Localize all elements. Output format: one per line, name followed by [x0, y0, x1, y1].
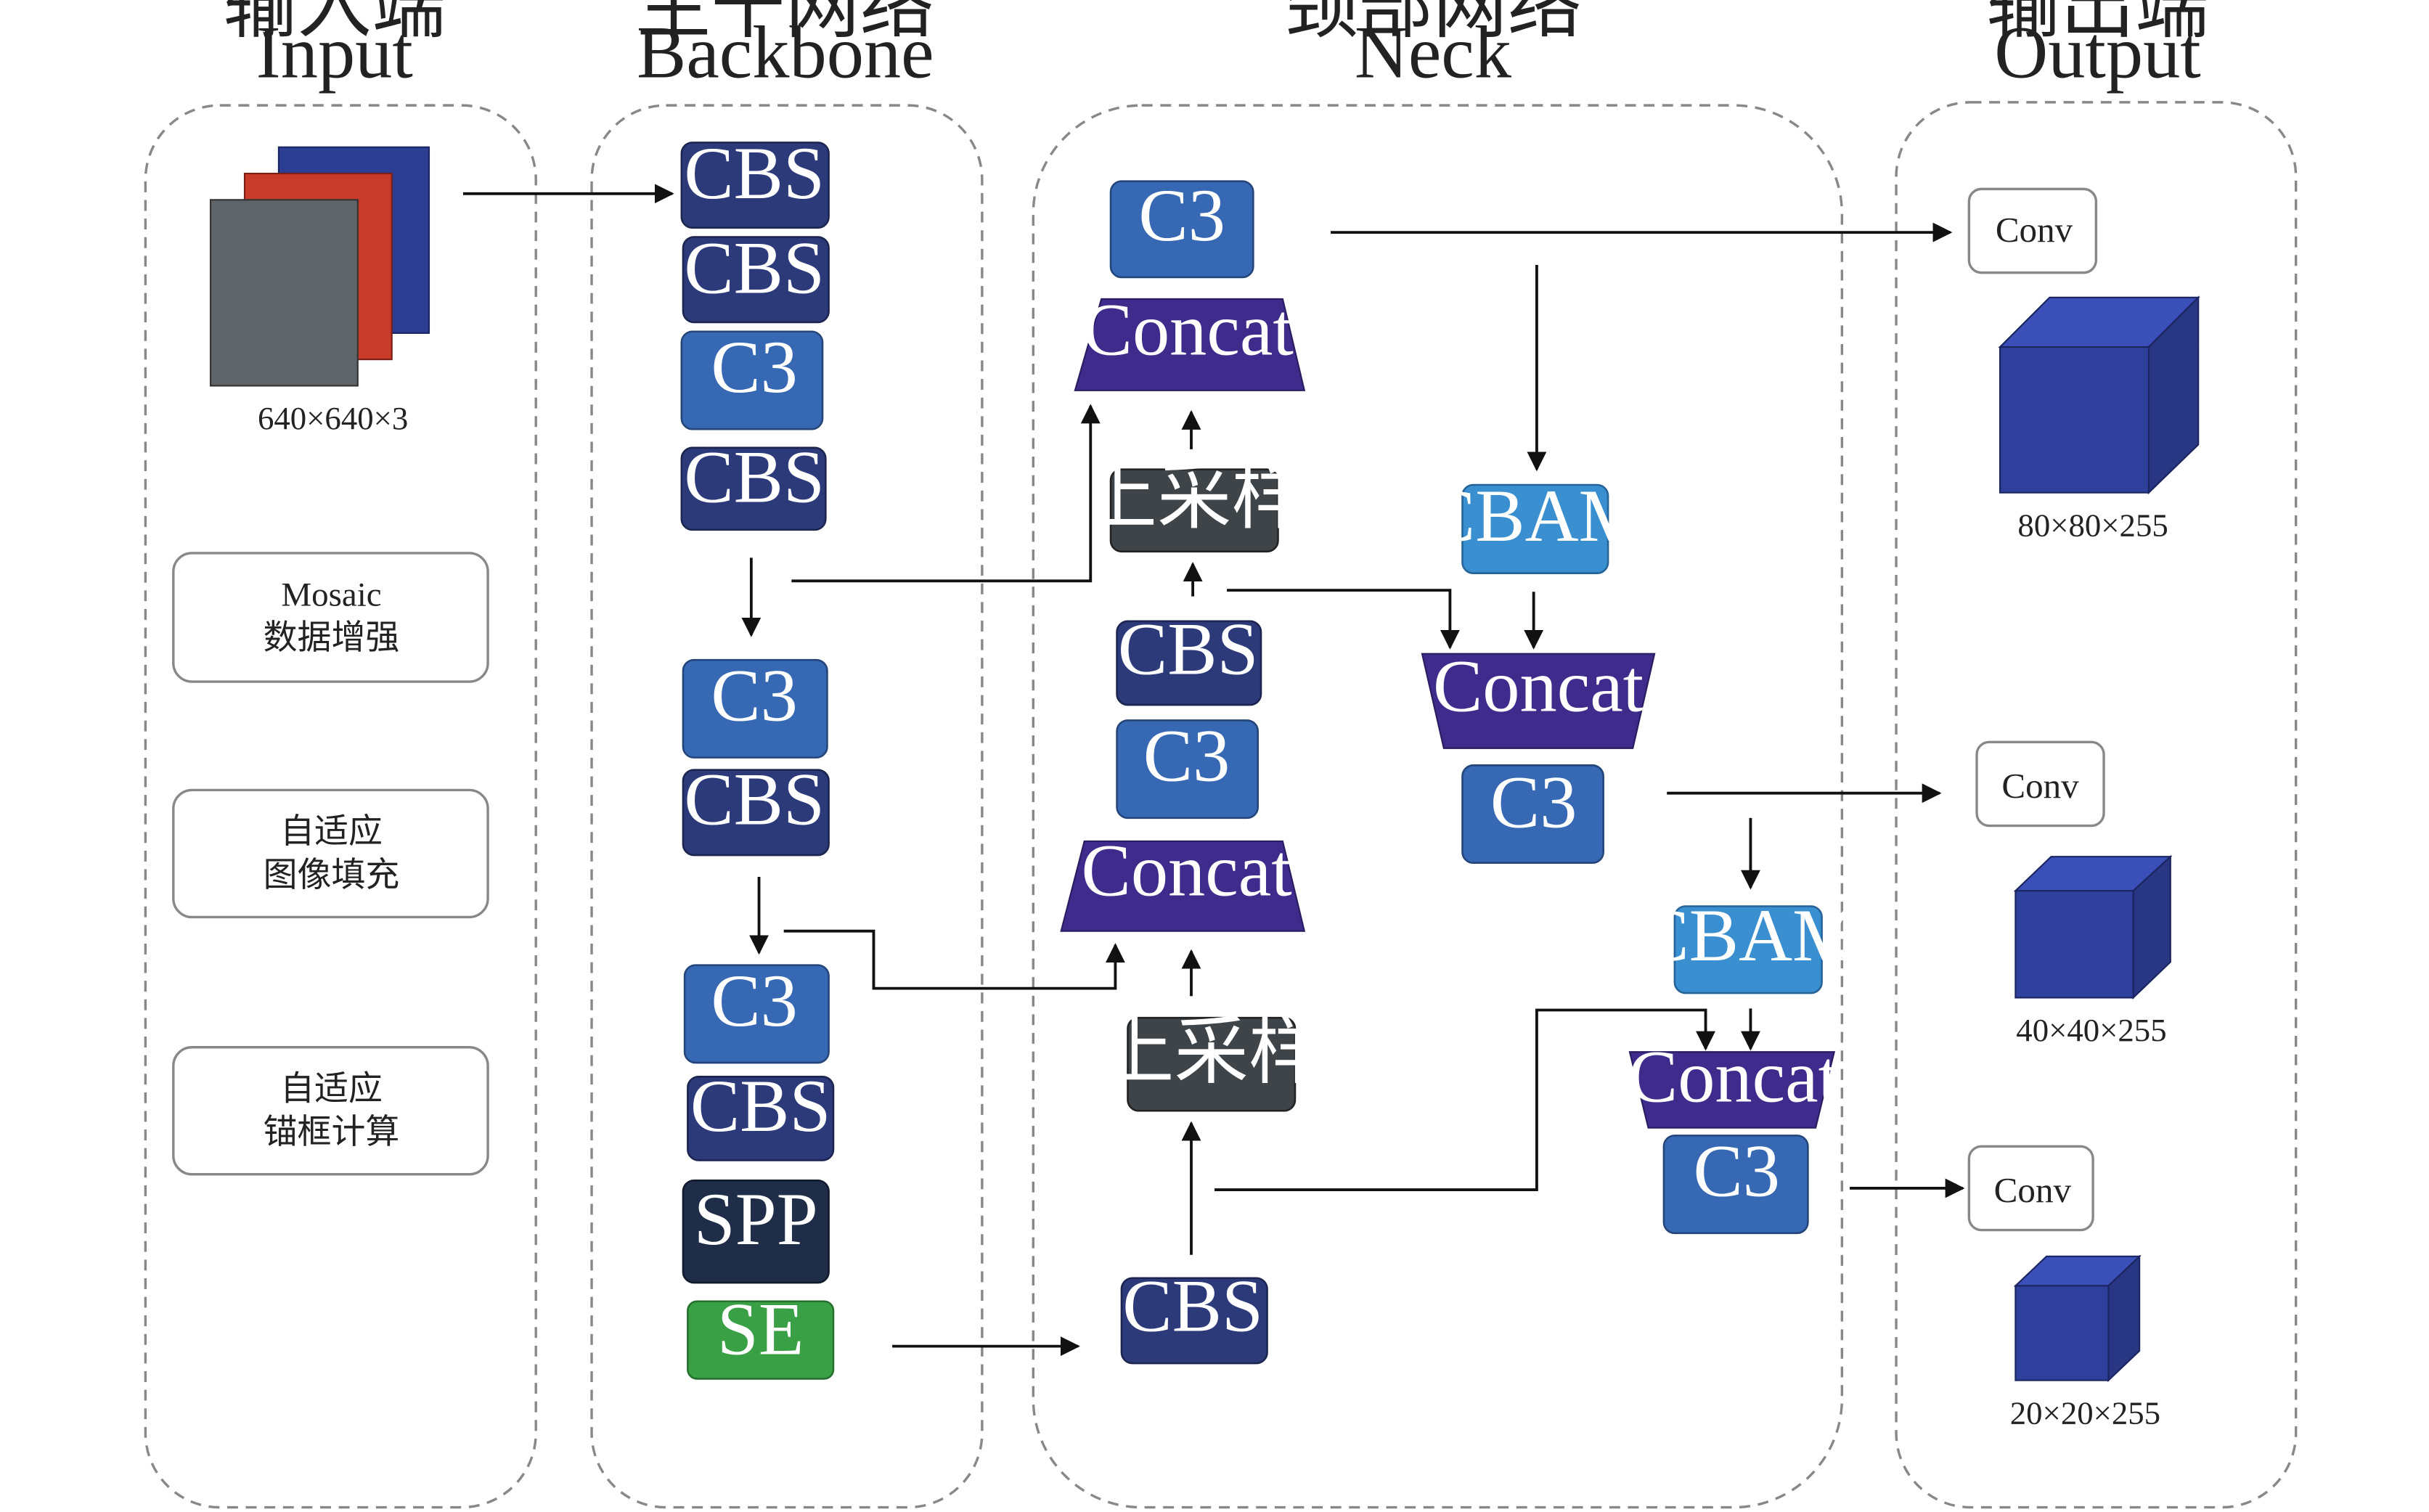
arrow-backbone-to-concat-mid — [783, 929, 1125, 990]
neck-c3-mid-label: C3 — [1143, 716, 1230, 798]
neck-c3-mid — [1116, 719, 1260, 820]
backbone-c3-3 — [683, 964, 830, 1064]
neck-concat-mid-label: Concat — [1082, 830, 1292, 912]
backbone-cbs-3-label: CBS — [684, 436, 825, 518]
backbone-c3-2 — [682, 658, 828, 759]
neck-cbam-2 — [1673, 905, 1823, 994]
neck-concat-right-1-label: Concat — [1433, 646, 1644, 728]
arrow-upsample1-to-concat-right-1 — [1227, 589, 1460, 650]
neck-cbs-bottom — [1120, 1277, 1268, 1365]
adaptive-anchor-line1: 自适应 — [280, 1070, 383, 1108]
output-conv-1 — [1967, 187, 2098, 274]
output-size-1: 80×80×255 — [2017, 507, 2168, 543]
output-cube-large — [1998, 295, 2200, 495]
backbone-cbs-5 — [687, 1076, 835, 1161]
output-conv-2 — [1975, 740, 2105, 827]
output-title-cn: 输出端 — [1986, 0, 2209, 48]
output-cube-medium — [2013, 854, 2173, 1000]
backbone-cbs-2-label: CBS — [684, 227, 825, 309]
cube-small-front — [2014, 1285, 2110, 1381]
backbone-panel — [590, 104, 984, 1509]
input-panel — [144, 104, 537, 1509]
backbone-cbs-4 — [682, 769, 830, 857]
backbone-c3-2-label: C3 — [711, 655, 798, 737]
backbone-title-en: Backbone — [637, 12, 934, 94]
connections — [462, 184, 1965, 1357]
neck-cbam-2-label: CBAM — [1639, 895, 1858, 977]
adaptive-anchor-line2: 锚框计算 — [264, 1113, 400, 1151]
backbone-cbs-1-label: CBS — [684, 133, 825, 215]
output-size-3: 20×20×255 — [2010, 1394, 2160, 1431]
backbone-cbs-1 — [680, 142, 830, 229]
input-title-cn: 输入端 — [223, 0, 446, 48]
backbone-column: CBS CBS C3 CBS C3 CBS C3 CBS SPP SE — [680, 133, 835, 1380]
output-conv-3-label: Conv — [1994, 1170, 2072, 1210]
neck-c3-right-2 — [1662, 1135, 1809, 1235]
backbone-c3-3-label: C3 — [711, 960, 798, 1042]
mosaic-line2: 数据增强 — [264, 619, 400, 657]
adaptive-fill-line1: 自适应 — [280, 813, 383, 851]
adaptive-fill-box — [172, 788, 489, 919]
neck-c3-top — [1109, 180, 1254, 279]
neck-upsample-1 — [1109, 468, 1279, 553]
neck-cbam-1-label: CBAM — [1426, 475, 1645, 557]
mosaic-line1: Mosaic — [281, 576, 381, 613]
neck-cbs-bottom-label: CBS — [1122, 1265, 1263, 1347]
backbone-cbs-2 — [682, 236, 830, 324]
neck-c3-right-1 — [1461, 764, 1604, 865]
neck-cbam-1 — [1461, 483, 1609, 574]
backbone-title-cn: 主干网络 — [637, 0, 934, 48]
neck-column: C3 Concat 上采样 CBS C3 Concat 上采样 CBS CBAM… — [1060, 175, 1858, 1365]
neck-c3-right-2-label: C3 — [1693, 1131, 1780, 1213]
output-size-2: 40×40×255 — [2016, 1012, 2166, 1048]
neck-title-en: Neck — [1355, 12, 1512, 94]
backbone-c3-1-label: C3 — [711, 327, 798, 409]
neck-upsample-2-label: 上采样 — [1100, 1011, 1323, 1093]
input-size-label: 640×640×3 — [258, 400, 408, 436]
backbone-cbs-4-label: CBS — [684, 759, 825, 841]
neck-concat-right-1 — [1421, 653, 1656, 749]
adaptive-anchor-box — [172, 1046, 489, 1176]
output-conv-1-label: Conv — [1996, 210, 2073, 250]
neck-concat-mid — [1060, 840, 1306, 932]
output-title-en: Output — [1994, 12, 2201, 94]
arrow-backbone-to-concat-top — [791, 404, 1101, 583]
output-conv-3 — [1967, 1145, 2094, 1232]
neck-upsample-1-label: 上采样 — [1083, 457, 1306, 539]
image-channel-gray — [209, 199, 359, 387]
neck-concat-top-label: Concat — [1083, 290, 1294, 372]
output-cube-small — [2013, 1254, 2142, 1383]
backbone-se-label: SE — [717, 1288, 804, 1370]
output-conv-2-label: Conv — [2001, 766, 2079, 806]
input-image-stack — [209, 146, 430, 387]
neck-upsample-2 — [1127, 1016, 1297, 1112]
adaptive-fill-line2: 图像填充 — [264, 857, 400, 894]
input-title-en: Input — [256, 12, 413, 94]
backbone-c3-1 — [680, 330, 824, 430]
backbone-cbs-5-label: CBS — [690, 1066, 831, 1148]
cube-large-front — [1999, 346, 2150, 494]
neck-title-cn: 颈部网络 — [1284, 0, 1582, 48]
neck-c3-right-1-label: C3 — [1490, 762, 1577, 844]
neck-concat-right-2-label: Concat — [1628, 1036, 1839, 1118]
output-column: Conv 80×80×255 Conv 40×40×255 Conv 20×20… — [1967, 187, 2200, 1431]
neck-cbs-mid-label: CBS — [1118, 608, 1259, 690]
output-panel — [1895, 101, 2298, 1509]
neck-concat-top — [1074, 298, 1306, 391]
mosaic-box — [172, 552, 489, 683]
neck-c3-top-label: C3 — [1138, 175, 1225, 257]
backbone-spp — [682, 1179, 830, 1284]
backbone-cbs-3 — [680, 446, 827, 531]
backbone-spp-label: SPP — [694, 1179, 818, 1261]
cube-medium-front — [2014, 890, 2134, 999]
neck-concat-right-2 — [1628, 1051, 1836, 1129]
neck-cbs-mid — [1116, 620, 1262, 706]
arrow-upsample2-to-concat-right-2 — [1214, 1008, 1715, 1192]
backbone-se — [687, 1300, 835, 1380]
